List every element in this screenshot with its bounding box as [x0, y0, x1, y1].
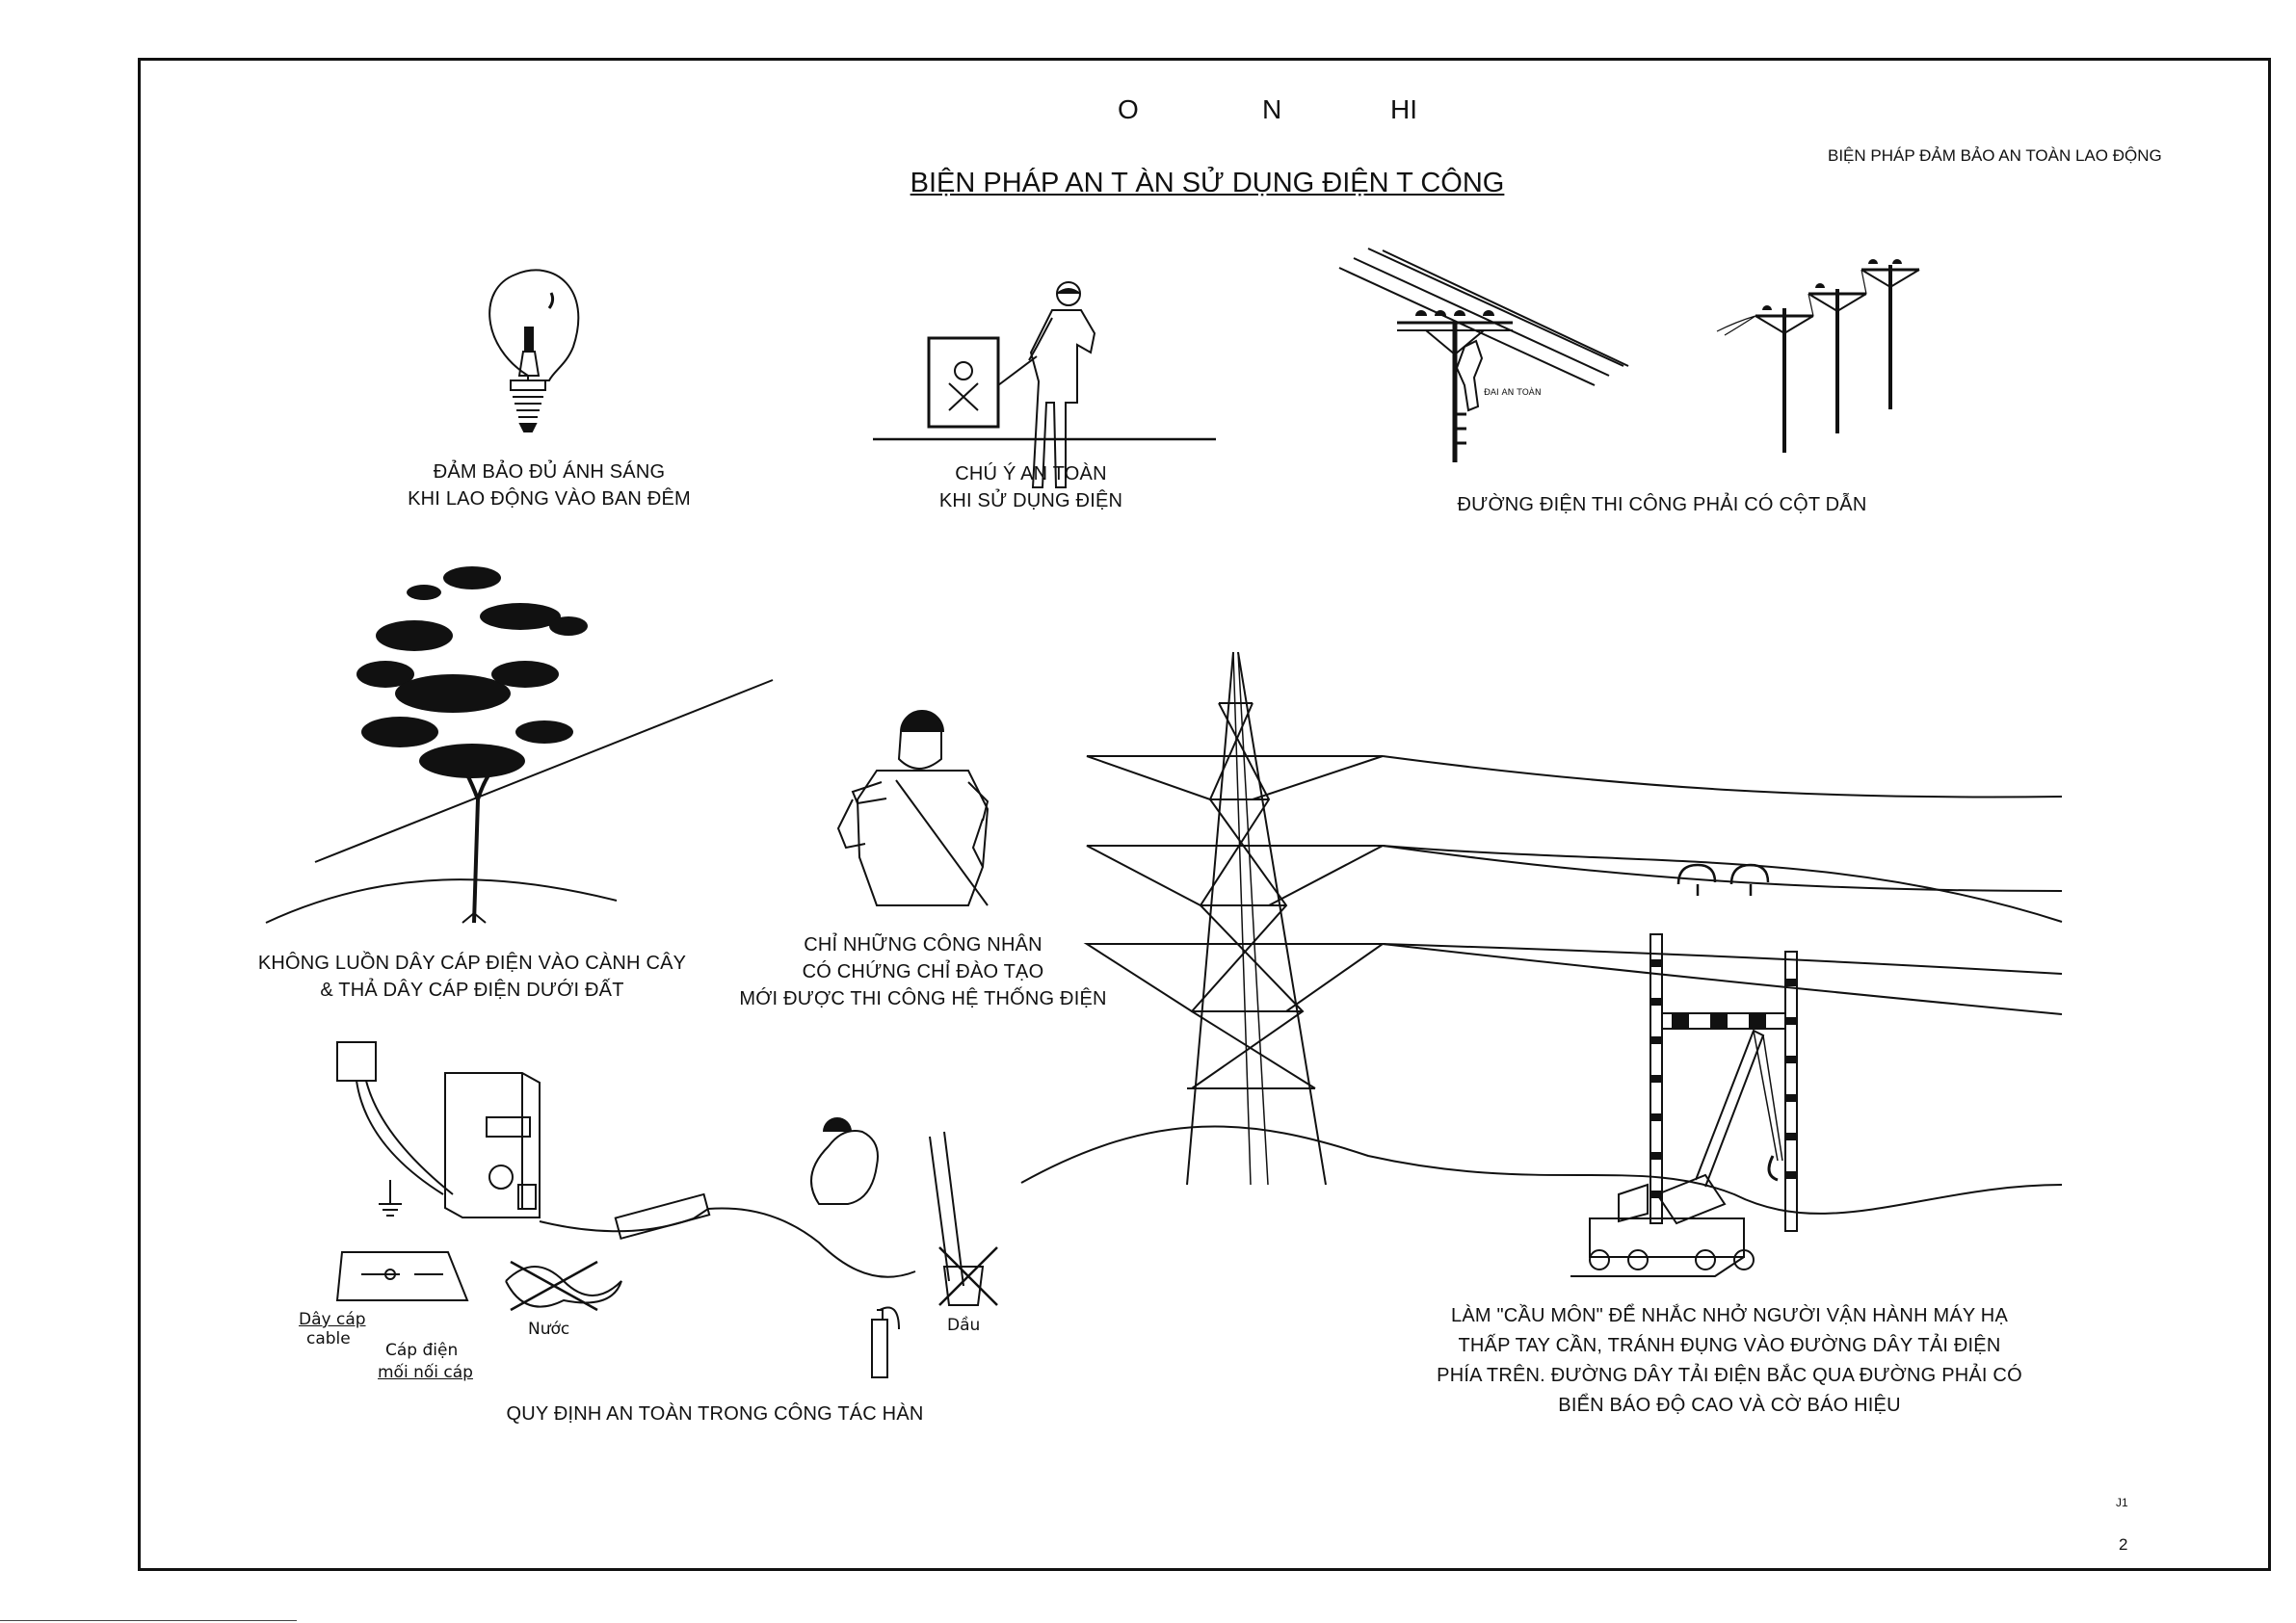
page-subtitle: BIỆN PHÁP ĐẢM BẢO AN TOÀN LAO ĐỘNG [1828, 146, 2162, 165]
danger-sign-scene [873, 281, 1216, 488]
construction-poles-scene [1338, 248, 1920, 462]
tree-caption: KHÔNG LUỒN DÂY CÁP ĐIỆN VÀO CÀNH CÂY & T… [257, 953, 687, 1001]
light-bulb-icon [488, 269, 580, 432]
lighting-caption: ĐẢM BẢO ĐỦ ÁNH SÁNG KHI LAO ĐỘNG VÀO BAN… [408, 461, 691, 510]
gate-caption: LÀM "CẦU MÔN" ĐỂ NHẮC NHỞ NGƯỜI VẬN HÀNH… [1437, 1305, 2022, 1416]
header-letter: N [1262, 94, 1282, 124]
welding-caption: QUY ĐỊNH AN TOÀN TRONG CÔNG TÁC HÀN [506, 1403, 924, 1425]
poles-caption: ĐƯỜNG ĐIỆN THI CÔNG PHẢI CÓ CỘT DẪN [1457, 494, 1867, 515]
height-gate-scene [1570, 933, 1798, 1277]
cable-label-en: cable [306, 1329, 351, 1348]
page-number: 2 [2119, 1535, 2128, 1554]
oil-label: Dầu [947, 1316, 981, 1335]
drawing-frame [138, 58, 2271, 1571]
transmission-tower-scene [1020, 651, 2063, 1215]
caution-caption: CHÚ Ý AN TOÀN KHI SỬ DỤNG ĐIỆN [938, 463, 1123, 511]
header-letters: O N HI [0, 94, 2296, 129]
power-cable-label: Cáp điện [385, 1341, 459, 1360]
tree-scene [265, 566, 774, 924]
water-label: Nước [528, 1320, 570, 1339]
header-letter: HI [1390, 94, 1417, 124]
sheet-code: J1 [2116, 1496, 2128, 1509]
cable-joint-label: mối nối cáp [378, 1363, 473, 1382]
safety-belt-label: ĐAI AN TOÀN [1484, 388, 1542, 398]
footer-rule [0, 1620, 297, 1621]
worker-caption: CHỈ NHỮNG CÔNG NHÂN CÓ CHỨNG CHỈ ĐÀO TẠO… [739, 934, 1107, 1009]
page-title: BIỆN PHÁP AN T ÀN SỬ DỤNG ĐIỆN T CÔNG [910, 168, 1505, 198]
cable-label-vi: Dây cáp [299, 1310, 366, 1329]
header-letter: O [1118, 94, 1139, 124]
welding-scene [335, 1041, 998, 1378]
certified-worker-scene [836, 710, 990, 906]
